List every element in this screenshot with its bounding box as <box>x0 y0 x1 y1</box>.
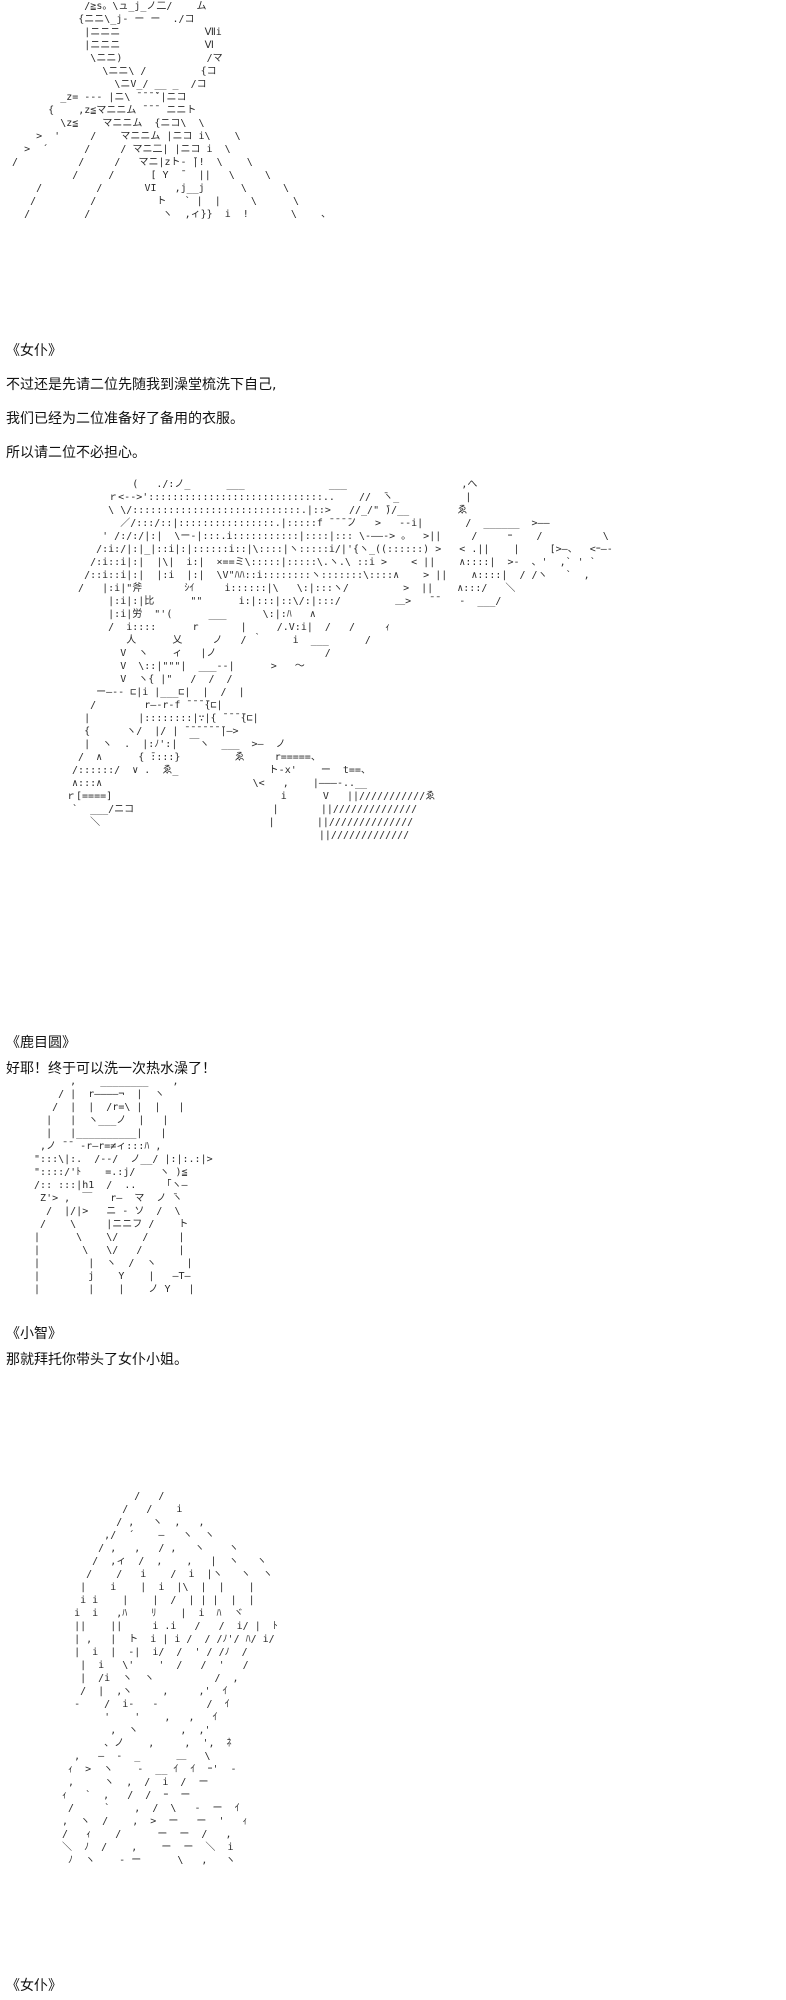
dialogue-line: 那就拜托你带头了女仆小姐。 <box>6 1352 188 1368</box>
speaker-label: 《女仆》 <box>6 1978 62 1994</box>
dialogue-line: 好耶！终于可以洗一次热水澡了！ <box>6 1061 216 1077</box>
ascii-art-maid-portrait: / / / / i / , ヽ , , ,/ ´ ― ヽ ヽ / , , / ,… <box>62 1491 278 1866</box>
ascii-art-madoka-bath: ( ./:ノ_ ___ ___ ,へ ｒ<-->':::::::::::::::… <box>66 479 613 841</box>
speaker-label: 《女仆》 <box>6 343 62 359</box>
ascii-art-satoshi: , ________ , / | r――――¬ | ヽ / | | /r=\ |… <box>34 1076 213 1295</box>
dialogue-line: 不过还是先请二位先随我到澡堂梳洗下自己, <box>6 377 277 393</box>
dialogue-line: 我们已经为二位准备好了备用的衣服。 <box>6 411 244 427</box>
speaker-label: 《小智》 <box>6 1326 62 1342</box>
ascii-art-maid-figure: /≧s。\ュ_j_ノ二/ ム {ニニ\_j- ー ー ./コ |ニニニ Ⅶi |… <box>12 1 332 220</box>
speaker-label: 《鹿目圆》 <box>6 1035 76 1051</box>
dialogue-line: 所以请二位不必担心。 <box>6 445 146 461</box>
